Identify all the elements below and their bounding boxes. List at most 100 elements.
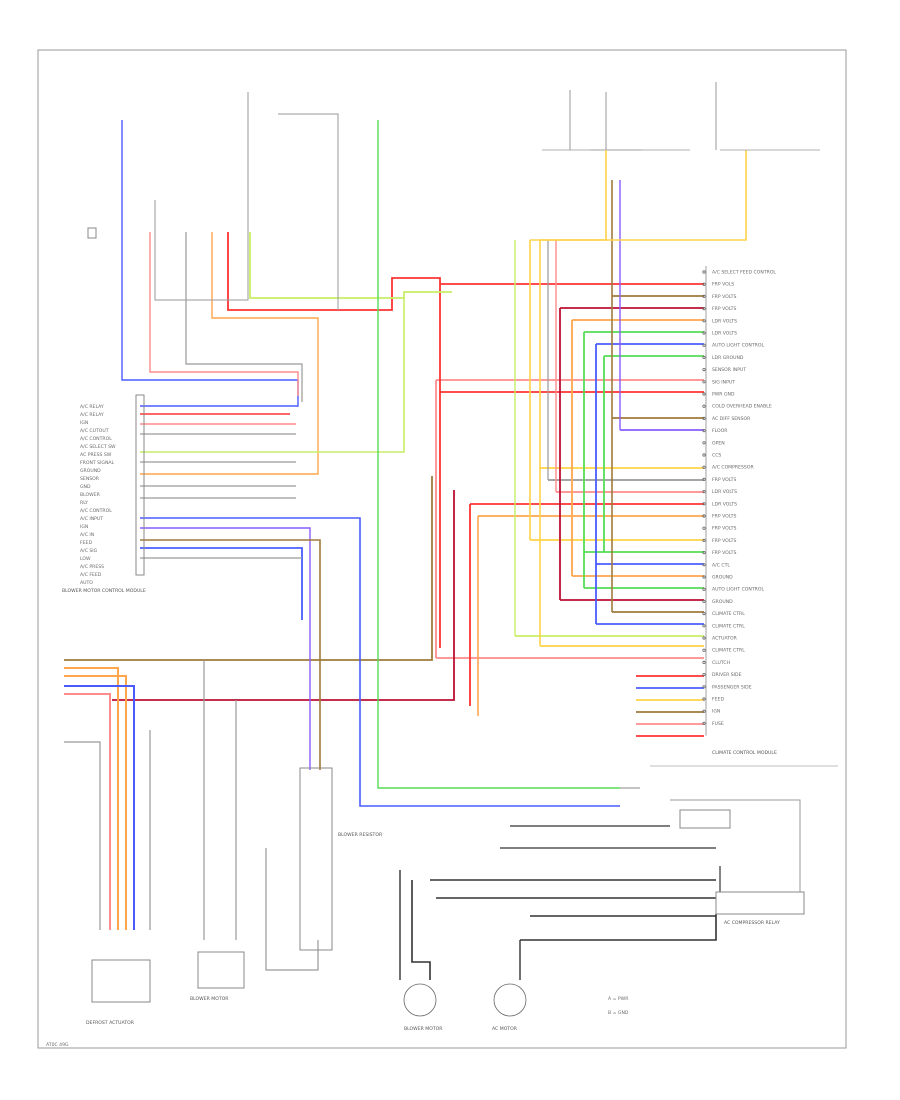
module-wire	[140, 547, 303, 620]
module-pin-label: LDR GROUND	[712, 355, 744, 361]
left-module-connector	[135, 394, 145, 576]
module-pin-label: PASSENGER SIDE	[712, 684, 752, 690]
module-pin-label: CCS	[712, 453, 721, 459]
module-pin	[702, 636, 706, 640]
module-wire	[140, 517, 620, 807]
left-pin-label: A/C SIG	[80, 548, 98, 554]
module-pin-label: AC DIFF SENSOR	[712, 416, 751, 422]
module-pin	[702, 416, 706, 420]
module-pin	[702, 672, 706, 677]
module-pin	[702, 514, 706, 518]
module-pin-label: CLIMATE CTRL	[712, 623, 745, 629]
left-pin-label: A/C CUTOUT	[80, 428, 109, 434]
blower-resistor-label: BLOWER RESISTOR	[338, 832, 383, 838]
module-pin-label: A/C COMPRESSOR	[712, 465, 754, 471]
module-pin-label: AUTO LIGHT CONTROL	[712, 587, 764, 593]
feed-wire	[278, 113, 339, 310]
module-pin-label: A/C CTL	[712, 562, 730, 568]
module-pin-label: LDR VOLTS	[712, 501, 737, 507]
module-pin-label: LDR VOLTS	[712, 318, 737, 324]
left-pin-label: IGN	[80, 524, 88, 530]
left-pin-label: A/C RELAY	[80, 412, 104, 418]
module-pin-label: FRP VOLTS	[712, 306, 736, 312]
module-pin-label: PWR GND	[712, 392, 735, 398]
blower-resistor-box	[299, 767, 333, 951]
module-pin-label: OPEN	[712, 440, 725, 446]
module-pin	[702, 355, 706, 359]
left-pin-label: A/C INPUT	[80, 516, 103, 522]
left-pin-label: AUTO	[80, 580, 93, 586]
actuator-wire	[64, 693, 111, 930]
module-pin	[702, 685, 706, 689]
footer-code: AT0C 49G	[46, 1042, 69, 1048]
module-pin-label: LDR VOLTS	[712, 331, 737, 337]
module-pin-label: GROUND	[712, 599, 733, 605]
module-pin	[702, 721, 706, 726]
left-pin-label: A/C RELAY	[80, 404, 104, 410]
label-layer: A/C SELECT FEED CONTROL FRP VOLS FRP VOLTS…	[62, 270, 780, 1033]
left-pin-label: BLOWER	[80, 492, 101, 498]
component-layer	[87, 82, 838, 1017]
left-pin-label: AC PRESS SW	[80, 452, 112, 458]
module-pin-label: CLIMATE CTRL	[712, 611, 745, 617]
module-pin	[702, 331, 706, 335]
module-wire	[140, 527, 311, 770]
module-pin	[702, 404, 706, 408]
module-pin	[702, 270, 706, 274]
module-pin	[702, 660, 706, 665]
blower-motor-label: BLOWER MOTOR	[190, 996, 229, 1002]
module-pin	[702, 294, 706, 298]
module-pin-label: DRIVER SIDE	[712, 672, 742, 678]
module-pin	[702, 599, 706, 604]
blower-wire	[149, 232, 299, 396]
module-pin	[702, 465, 706, 469]
module-pin	[702, 343, 706, 347]
module-pin-label: SIG INPUT	[712, 379, 735, 385]
defrost-actuator-label: DEFROST ACTUATOR	[86, 1020, 135, 1026]
module-pin	[702, 367, 706, 372]
actuator-wire	[265, 848, 319, 971]
module-pin-label: FRP VOLTS	[712, 294, 736, 300]
module-pin	[702, 477, 706, 481]
module-pin	[702, 428, 706, 433]
module-pin-label: FRP VOLS	[712, 282, 734, 288]
left-pin-label: RLY	[80, 500, 88, 506]
module-pin	[702, 306, 706, 311]
module-pin	[702, 441, 706, 445]
relay-wire	[227, 232, 441, 311]
ac-motor-circle	[493, 983, 527, 1017]
relay-wire	[140, 298, 405, 453]
blower-motor-circle	[403, 983, 437, 1017]
module-pin-label: A/C SELECT FEED CONTROL	[712, 270, 776, 276]
module-pin-label: ACTUATOR	[712, 636, 738, 642]
wire-layer	[64, 120, 801, 980]
left-pin-label: LOW	[80, 556, 91, 562]
left-pin-label: A/C IN	[80, 532, 94, 538]
module-pin	[702, 282, 706, 286]
module-pin-label: LDR VOLTS	[712, 489, 737, 495]
module-pin-label: GROUND	[712, 575, 733, 581]
module-wire	[140, 539, 321, 770]
motor-wire	[411, 880, 431, 980]
module-pin-label: FUSE	[712, 721, 724, 727]
module-pin	[702, 489, 706, 494]
module-pin	[702, 550, 706, 555]
ac-module-label: CLIMATE CONTROL MODULE	[712, 750, 777, 756]
left-pin-label: FEED	[80, 540, 92, 546]
trunk-wire	[64, 476, 433, 661]
left-pin-label: A/C CONTROL	[80, 436, 112, 442]
module-pin-label: FRP VOLTS	[712, 526, 736, 532]
module-pin-label: FRP VOLTS	[712, 477, 736, 483]
module-pin	[702, 587, 706, 591]
blower-wire	[140, 232, 319, 475]
module-pin-label: AUTO LIGHT CONTROL	[712, 343, 764, 349]
module-pin-label: IGN	[712, 709, 720, 715]
feed-wire	[540, 150, 607, 241]
module-pin-label: CLUTCH	[712, 660, 730, 666]
blower-motor-box	[197, 951, 245, 989]
fuse-block	[87, 227, 97, 239]
legend-a: A = PWR	[608, 996, 629, 1002]
actuator-wire	[64, 685, 135, 930]
module-pin	[702, 575, 706, 579]
